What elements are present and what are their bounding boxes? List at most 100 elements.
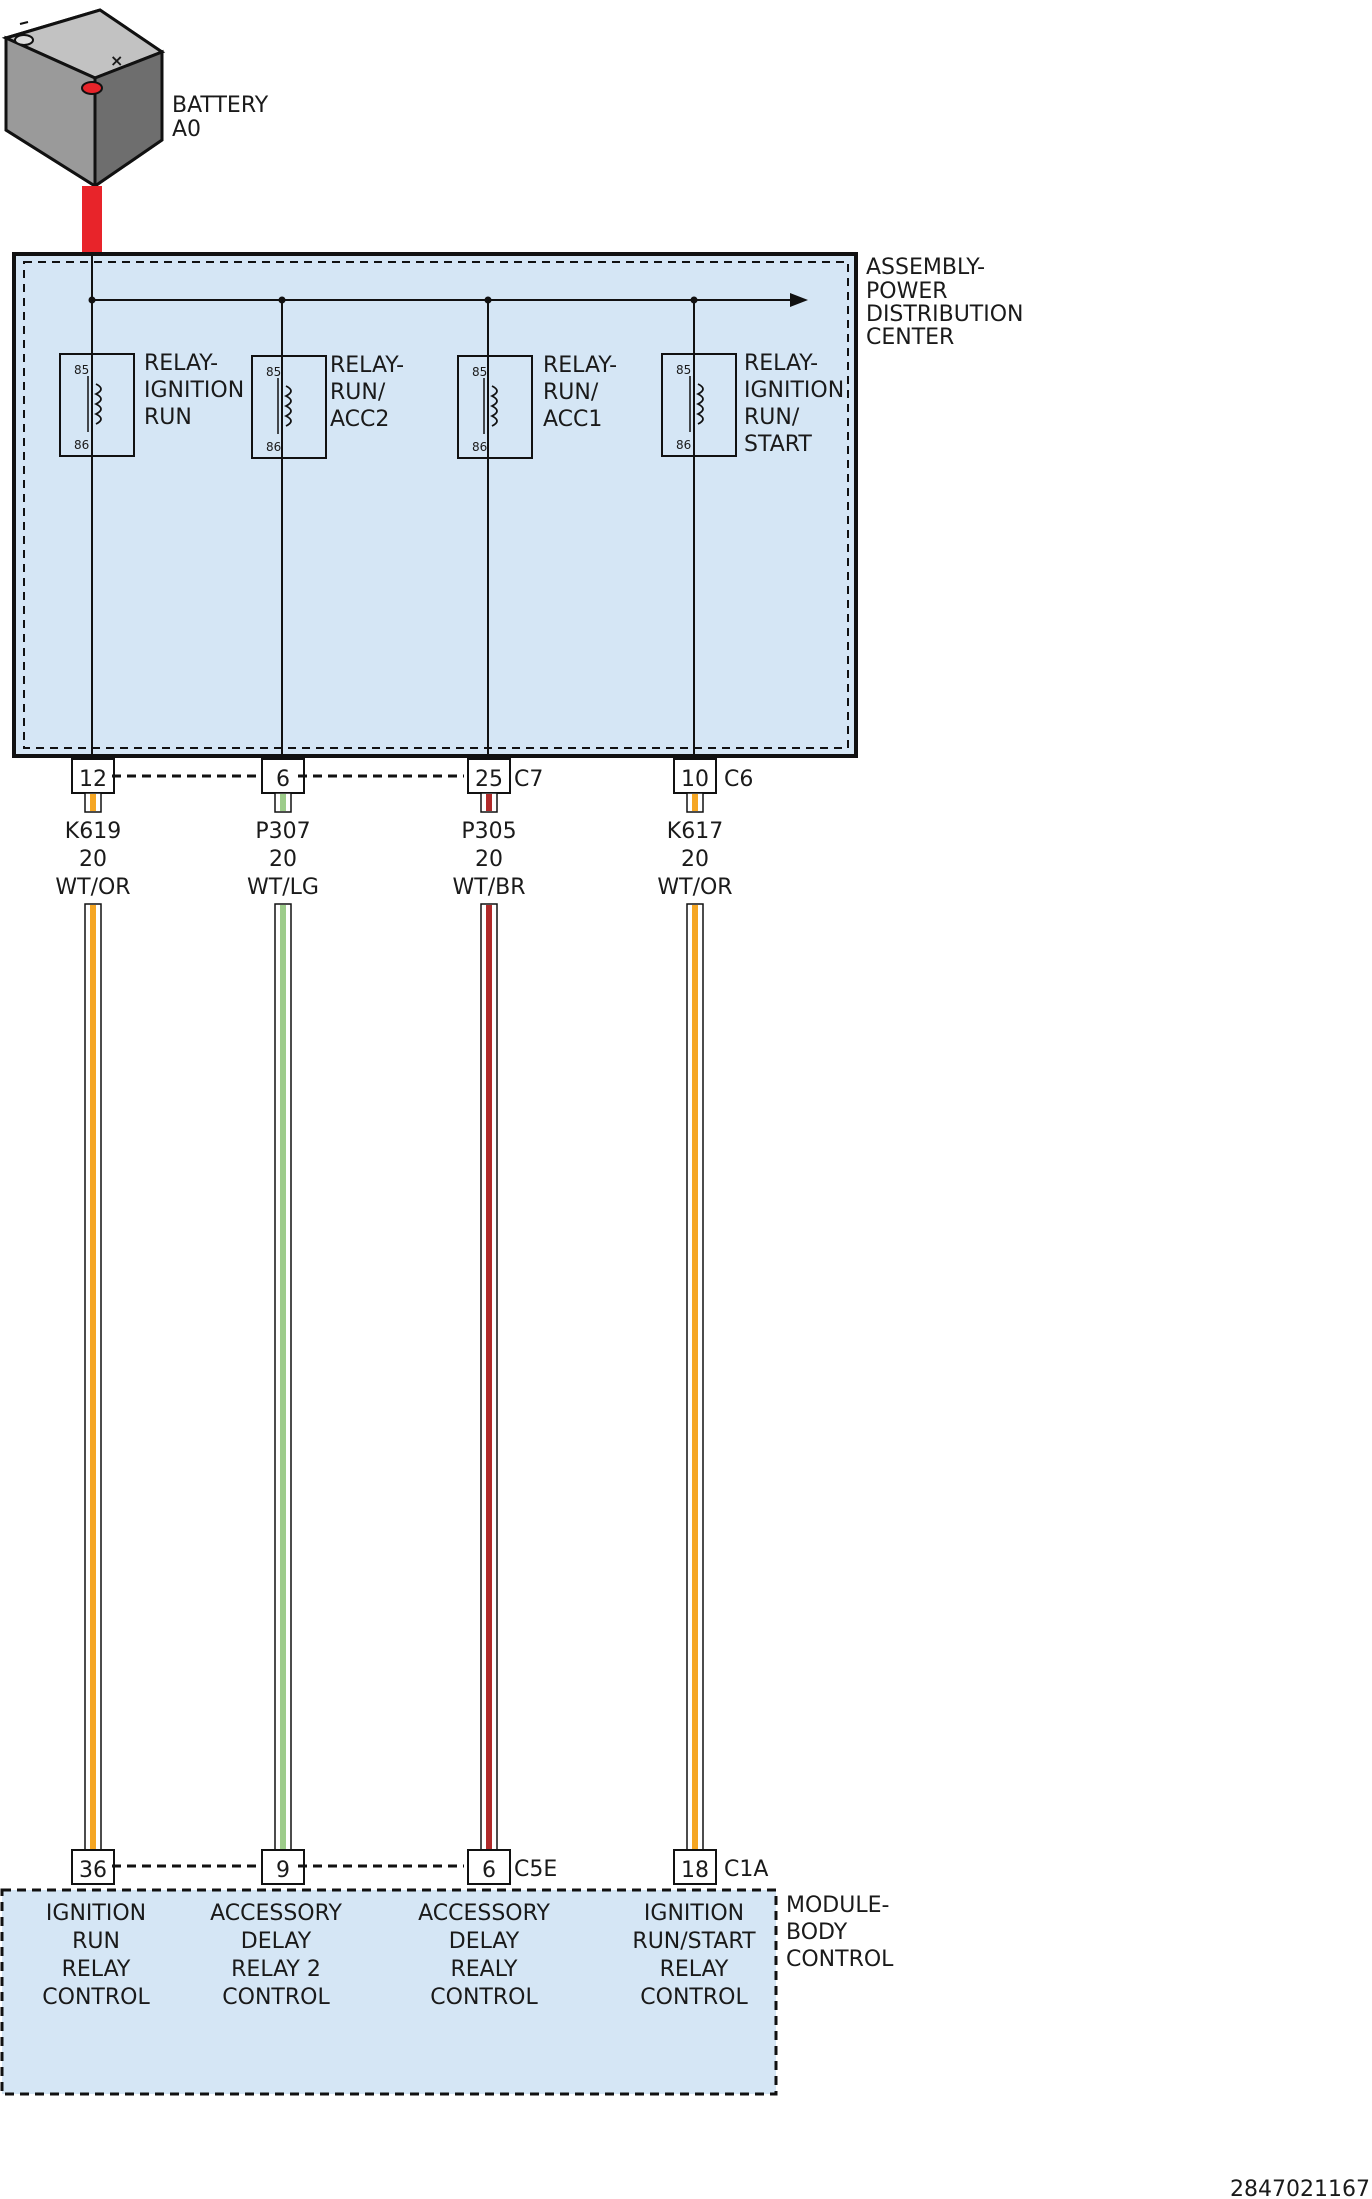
connector-pin: 9 bbox=[261, 1849, 305, 1885]
bcm-function: IGNITION RUN/START RELAY CONTROL bbox=[632, 1901, 756, 2010]
wire-label: 20 bbox=[475, 847, 503, 872]
relay: 85 86 RELAY-RUN/ACC2 bbox=[251, 296, 404, 758]
relay-coil-icon bbox=[689, 376, 704, 432]
wire-label: WT/LG bbox=[247, 875, 319, 900]
relays: 8586RELAY-IGNITIONRUN8586RELAY-RUN/ACC28… bbox=[59, 296, 844, 758]
wire-label: 20 bbox=[681, 847, 709, 872]
relay-box bbox=[251, 355, 327, 459]
svg-text:6: 6 bbox=[276, 767, 290, 792]
svg-text:CONTROL: CONTROL bbox=[430, 1985, 538, 2010]
svg-text:36: 36 bbox=[79, 1858, 107, 1883]
wire-label: WT/OR bbox=[55, 875, 130, 900]
connector-pin: 12 bbox=[71, 758, 115, 794]
wire-label: WT/BR bbox=[453, 875, 526, 900]
svg-text:CONTROL: CONTROL bbox=[786, 1947, 894, 1972]
connector-pin: 6 bbox=[467, 1849, 511, 1885]
battery-icon: × bbox=[1, 8, 166, 189]
relay-box bbox=[457, 355, 533, 459]
bcm-function: ACCESSORY DELAY RELAY 2 CONTROL bbox=[210, 1901, 342, 2010]
svg-text:RUN/START: RUN/START bbox=[632, 1929, 756, 1954]
svg-text:×: × bbox=[110, 51, 123, 70]
splice-dot bbox=[278, 296, 286, 304]
connector-pin: 10 bbox=[673, 758, 717, 794]
wire-label: 20 bbox=[269, 847, 297, 872]
relay-name: RUN/ bbox=[744, 405, 800, 430]
svg-text:12: 12 bbox=[79, 767, 107, 792]
splice-dot bbox=[690, 296, 698, 304]
svg-text:RELAY 2: RELAY 2 bbox=[231, 1957, 321, 1982]
top-connectors: 12 6 25 10 bbox=[71, 758, 717, 794]
relay-coil-icon bbox=[277, 378, 292, 434]
svg-text:CONTROL: CONTROL bbox=[222, 1985, 330, 2010]
svg-text:CONTROL: CONTROL bbox=[42, 1985, 150, 2010]
wire-label: K619 bbox=[65, 819, 121, 844]
relay-name: RELAY- bbox=[744, 351, 818, 376]
relay-name: RUN/ bbox=[330, 380, 386, 405]
relay-name: IGNITION bbox=[744, 378, 844, 403]
relay-name: ACC2 bbox=[330, 407, 389, 432]
battery-cable bbox=[82, 186, 102, 254]
relay-coil-icon bbox=[483, 378, 498, 434]
relay-box bbox=[59, 353, 135, 457]
svg-text:BODY: BODY bbox=[786, 1920, 848, 1945]
svg-text:DELAY: DELAY bbox=[449, 1929, 520, 1954]
svg-text:IGNITION: IGNITION bbox=[644, 1901, 744, 1926]
relay-pin-86: 86 bbox=[266, 440, 281, 454]
svg-text:DELAY: DELAY bbox=[241, 1929, 312, 1954]
figure-id: 2847021167 bbox=[1230, 2177, 1370, 2199]
connector-c1a-label: C1A bbox=[724, 1857, 768, 1882]
wire-label: P307 bbox=[255, 819, 310, 844]
svg-text:ACCESSORY: ACCESSORY bbox=[210, 1901, 342, 1926]
connector-c7-label: C7 bbox=[514, 767, 543, 792]
splice-dot bbox=[88, 296, 96, 304]
svg-text:CENTER: CENTER bbox=[866, 325, 954, 350]
relay-pin-85: 85 bbox=[266, 365, 281, 379]
svg-text:ASSEMBLY-: ASSEMBLY- bbox=[866, 255, 985, 280]
relay-name: RELAY- bbox=[144, 351, 218, 376]
connector-c5e-label: C5E bbox=[514, 1857, 557, 1882]
svg-text:CONTROL: CONTROL bbox=[640, 1985, 748, 2010]
relay-pin-86: 86 bbox=[74, 438, 89, 452]
svg-text:ACCESSORY: ACCESSORY bbox=[418, 1901, 550, 1926]
relay-pin-85: 85 bbox=[74, 363, 89, 377]
relay-name: IGNITION bbox=[144, 378, 244, 403]
svg-text:RUN: RUN bbox=[72, 1929, 120, 1954]
connector-c6-label: C6 bbox=[724, 767, 753, 792]
connector-pin: 6 bbox=[261, 758, 305, 794]
connector-pin: 25 bbox=[467, 758, 511, 794]
wire-label: WT/OR bbox=[657, 875, 732, 900]
relay-pin-86: 86 bbox=[676, 438, 691, 452]
svg-text:IGNITION: IGNITION bbox=[46, 1901, 146, 1926]
battery-label: BATTERY bbox=[172, 93, 269, 118]
bcm-function: IGNITION RUN RELAY CONTROL bbox=[42, 1901, 150, 2010]
relay-name: RUN bbox=[144, 405, 192, 430]
svg-text:9: 9 bbox=[276, 1858, 290, 1883]
svg-text:MODULE-: MODULE- bbox=[786, 1893, 889, 1918]
relay-name: RELAY- bbox=[330, 353, 404, 378]
wire-label: P305 bbox=[461, 819, 516, 844]
power-distribution-center bbox=[12, 252, 858, 758]
svg-text:10: 10 bbox=[681, 767, 709, 792]
svg-text:25: 25 bbox=[475, 767, 503, 792]
bcm-functions: IGNITION RUN RELAY CONTROL ACCESSORY DELAY REL… bbox=[42, 1901, 756, 2010]
battery-id: A0 bbox=[172, 117, 201, 142]
svg-text:6: 6 bbox=[482, 1858, 496, 1883]
wire-label: K617 bbox=[667, 819, 723, 844]
connector-pin: 18 bbox=[673, 1849, 717, 1885]
connector-pin: 36 bbox=[71, 1849, 115, 1885]
pdc-label: ASSEMBLY- POWER DISTRIBUTION CENTER bbox=[866, 255, 1024, 350]
relay-name: RUN/ bbox=[543, 380, 599, 405]
relay-box bbox=[661, 353, 737, 457]
svg-text:RELAY: RELAY bbox=[660, 1957, 729, 1982]
splice-dot bbox=[484, 296, 492, 304]
relay-coil-icon bbox=[87, 376, 102, 432]
svg-text:RELAY: RELAY bbox=[62, 1957, 131, 1982]
relay-name: ACC1 bbox=[543, 407, 602, 432]
svg-text:DISTRIBUTION: DISTRIBUTION bbox=[866, 302, 1024, 327]
